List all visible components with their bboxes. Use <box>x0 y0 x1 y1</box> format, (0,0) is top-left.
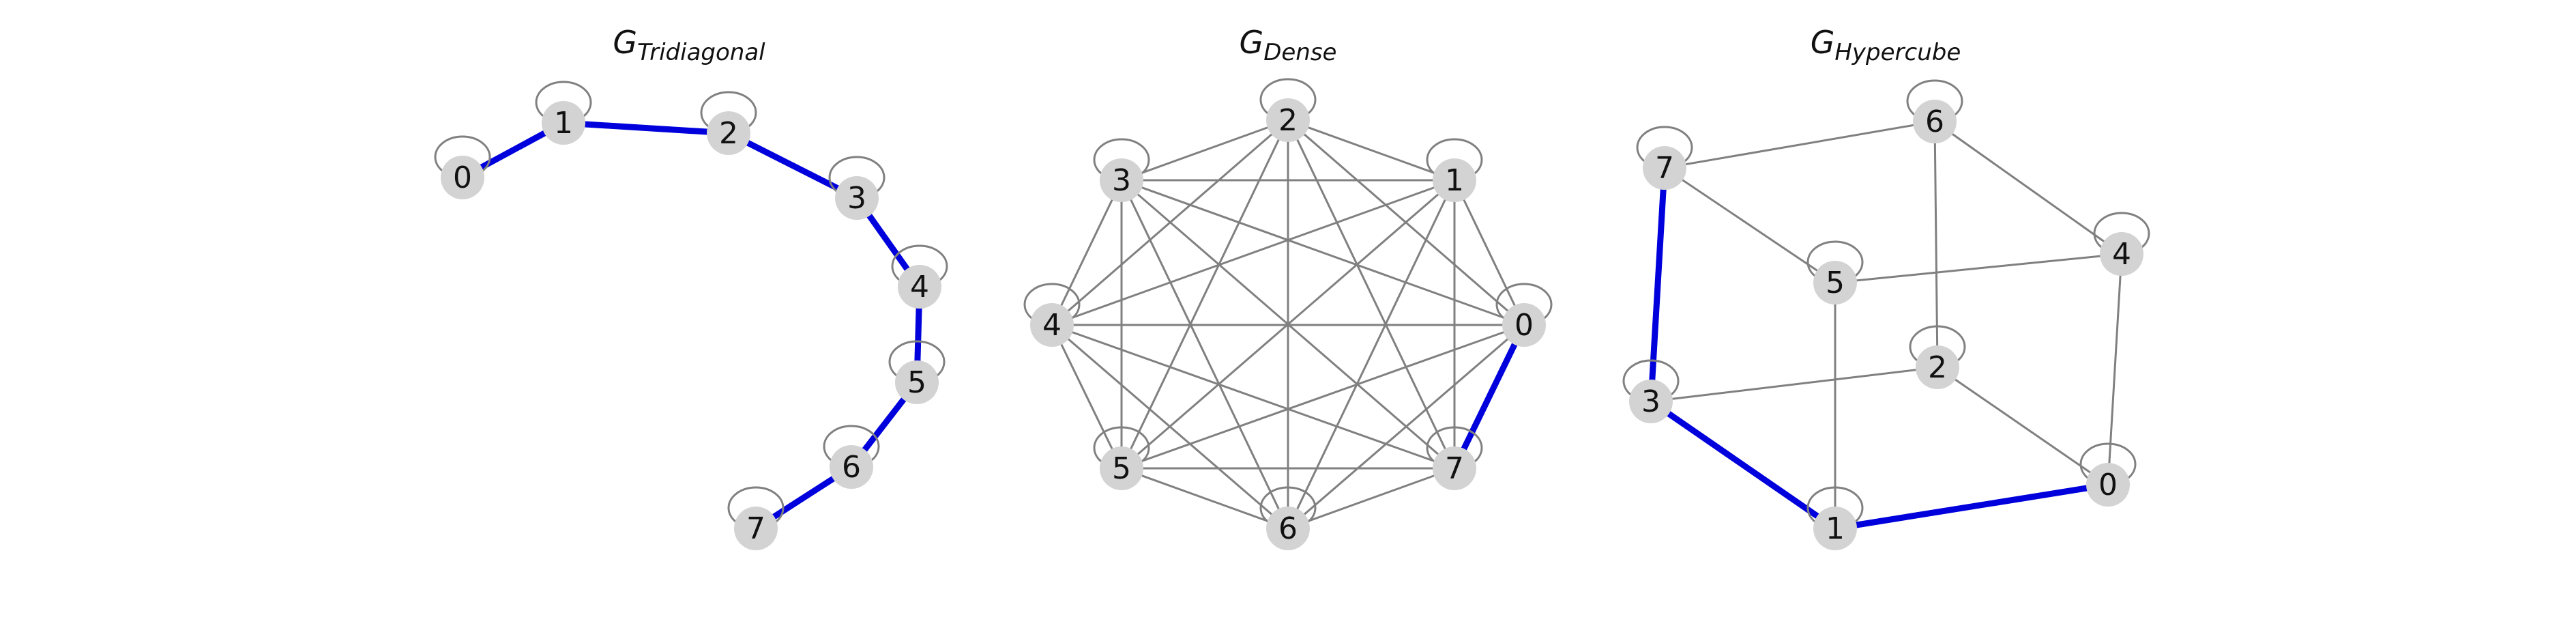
edge-5-7 <box>1664 167 1836 284</box>
node-5 <box>895 360 939 404</box>
tridiagonal-self-loops <box>434 81 948 530</box>
highlight-edge-0-1 <box>1832 481 2111 532</box>
node-label-1: 1 <box>1826 511 1845 546</box>
node-2 <box>1916 345 1959 389</box>
node-1 <box>1813 507 1857 550</box>
edge-0-3 <box>1121 179 1525 326</box>
tridiagonal-title-main: G <box>613 24 637 61</box>
edge-0-2 <box>1937 366 2109 486</box>
edge-1-2 <box>1287 119 1455 182</box>
edge-5-6 <box>1121 467 1289 530</box>
edge-1-4 <box>1051 179 1455 326</box>
node-2 <box>707 111 750 155</box>
edge-2-5 <box>1120 119 1289 469</box>
node-label-4: 4 <box>1042 308 1062 343</box>
hypercube-title: GHypercube <box>1811 24 1961 66</box>
edge-6-7 <box>1287 467 1455 530</box>
node-label-2: 2 <box>1928 350 1947 385</box>
node-1 <box>1433 158 1476 202</box>
hypercube-graph-panel: GHypercube 0 1 2 3 4 5 6 7 <box>1622 24 2150 550</box>
node-7 <box>1433 446 1476 490</box>
node-label-4: 4 <box>910 270 929 304</box>
dense-edges <box>1051 119 1527 530</box>
node-4 <box>1030 303 1074 347</box>
edge-4-5 <box>1051 324 1123 469</box>
node-label-2: 2 <box>1278 103 1298 138</box>
highlight-edge-0-7 <box>1451 322 1527 472</box>
node-label-0: 0 <box>1514 308 1534 343</box>
node-label-6: 6 <box>1925 104 1944 139</box>
hypercube-nodes: 0 1 2 3 4 5 6 7 <box>1629 100 2143 550</box>
hypercube-title-main: G <box>1811 24 1835 61</box>
node-7 <box>1643 146 1686 190</box>
node-label-0: 0 <box>2098 468 2118 502</box>
node-label-1: 1 <box>1445 163 1464 198</box>
hypercube-edges <box>1648 120 2123 532</box>
node-4 <box>2100 232 2143 276</box>
edge-0-5 <box>1121 324 1525 470</box>
node-label-3: 3 <box>1641 384 1660 419</box>
node-label-5: 5 <box>1826 266 1845 300</box>
node-label-3: 3 <box>847 181 866 216</box>
dense-title: GDense <box>1240 24 1337 66</box>
tridiagonal-graph-panel: GTridiagonal 0 1 2 3 4 5 6 7 <box>434 24 948 550</box>
edge-3-4 <box>1051 180 1123 326</box>
node-3 <box>1100 158 1143 202</box>
tridiagonal-title: GTridiagonal <box>613 24 765 66</box>
node-0 <box>2086 463 2130 507</box>
node-label-3: 3 <box>1112 163 1131 198</box>
node-4 <box>898 265 941 309</box>
dense-graph-panel: GDense 0 1 2 3 4 5 6 7 <box>1023 24 1553 550</box>
edge-4-6 <box>1051 324 1289 530</box>
node-label-1: 1 <box>554 106 573 141</box>
node-label-5: 5 <box>1112 451 1131 486</box>
node-label-6: 6 <box>1278 511 1298 546</box>
edge-0-1 <box>1453 180 1525 326</box>
node-6 <box>1266 507 1310 550</box>
node-0 <box>1502 303 1546 347</box>
highlight-edge-1-2 <box>560 119 732 137</box>
edge-4-5 <box>1834 253 2122 284</box>
node-2 <box>1266 98 1310 142</box>
node-1 <box>542 101 585 145</box>
edge-4-7 <box>1051 324 1455 470</box>
node-label-4: 4 <box>2112 237 2131 272</box>
node-label-7: 7 <box>746 511 765 546</box>
node-6 <box>1913 100 1957 143</box>
node-7 <box>734 507 778 550</box>
hypercube-title-sub: Hypercube <box>1834 39 1961 66</box>
dense-title-main: G <box>1240 24 1264 61</box>
edge-1-6 <box>1287 180 1456 529</box>
edge-2-3 <box>1121 119 1289 182</box>
node-5 <box>1100 446 1143 490</box>
edge-3-6 <box>1120 180 1289 529</box>
highlight-edge-2-3 <box>725 130 860 201</box>
dense-nodes: 0 1 2 3 4 5 6 7 <box>1030 98 1546 550</box>
node-5 <box>1813 261 1857 304</box>
edge-2-7 <box>1287 119 1456 469</box>
edge-0-4 <box>2107 253 2123 485</box>
node-3 <box>1629 380 1673 423</box>
edge-6-7 <box>1664 120 1935 169</box>
edge-2-3 <box>1650 366 1938 403</box>
edge-3-7 <box>1121 179 1455 470</box>
node-label-2: 2 <box>719 116 738 151</box>
node-label-0: 0 <box>453 160 472 195</box>
tridiagonal-nodes: 0 1 2 3 4 5 6 7 <box>441 101 941 550</box>
node-3 <box>835 176 879 220</box>
node-label-5: 5 <box>907 365 926 400</box>
edge-4-6 <box>1934 120 2122 255</box>
dense-title-sub: Dense <box>1263 39 1336 66</box>
highlight-edge-3-7 <box>1648 165 1668 405</box>
node-label-7: 7 <box>1445 451 1464 486</box>
node-label-7: 7 <box>1655 151 1674 186</box>
tridiagonal-title-sub: Tridiagonal <box>637 39 765 66</box>
node-label-6: 6 <box>842 450 861 485</box>
node-6 <box>830 445 873 489</box>
highlight-edge-1-3 <box>1648 398 1839 532</box>
node-0 <box>441 156 484 199</box>
